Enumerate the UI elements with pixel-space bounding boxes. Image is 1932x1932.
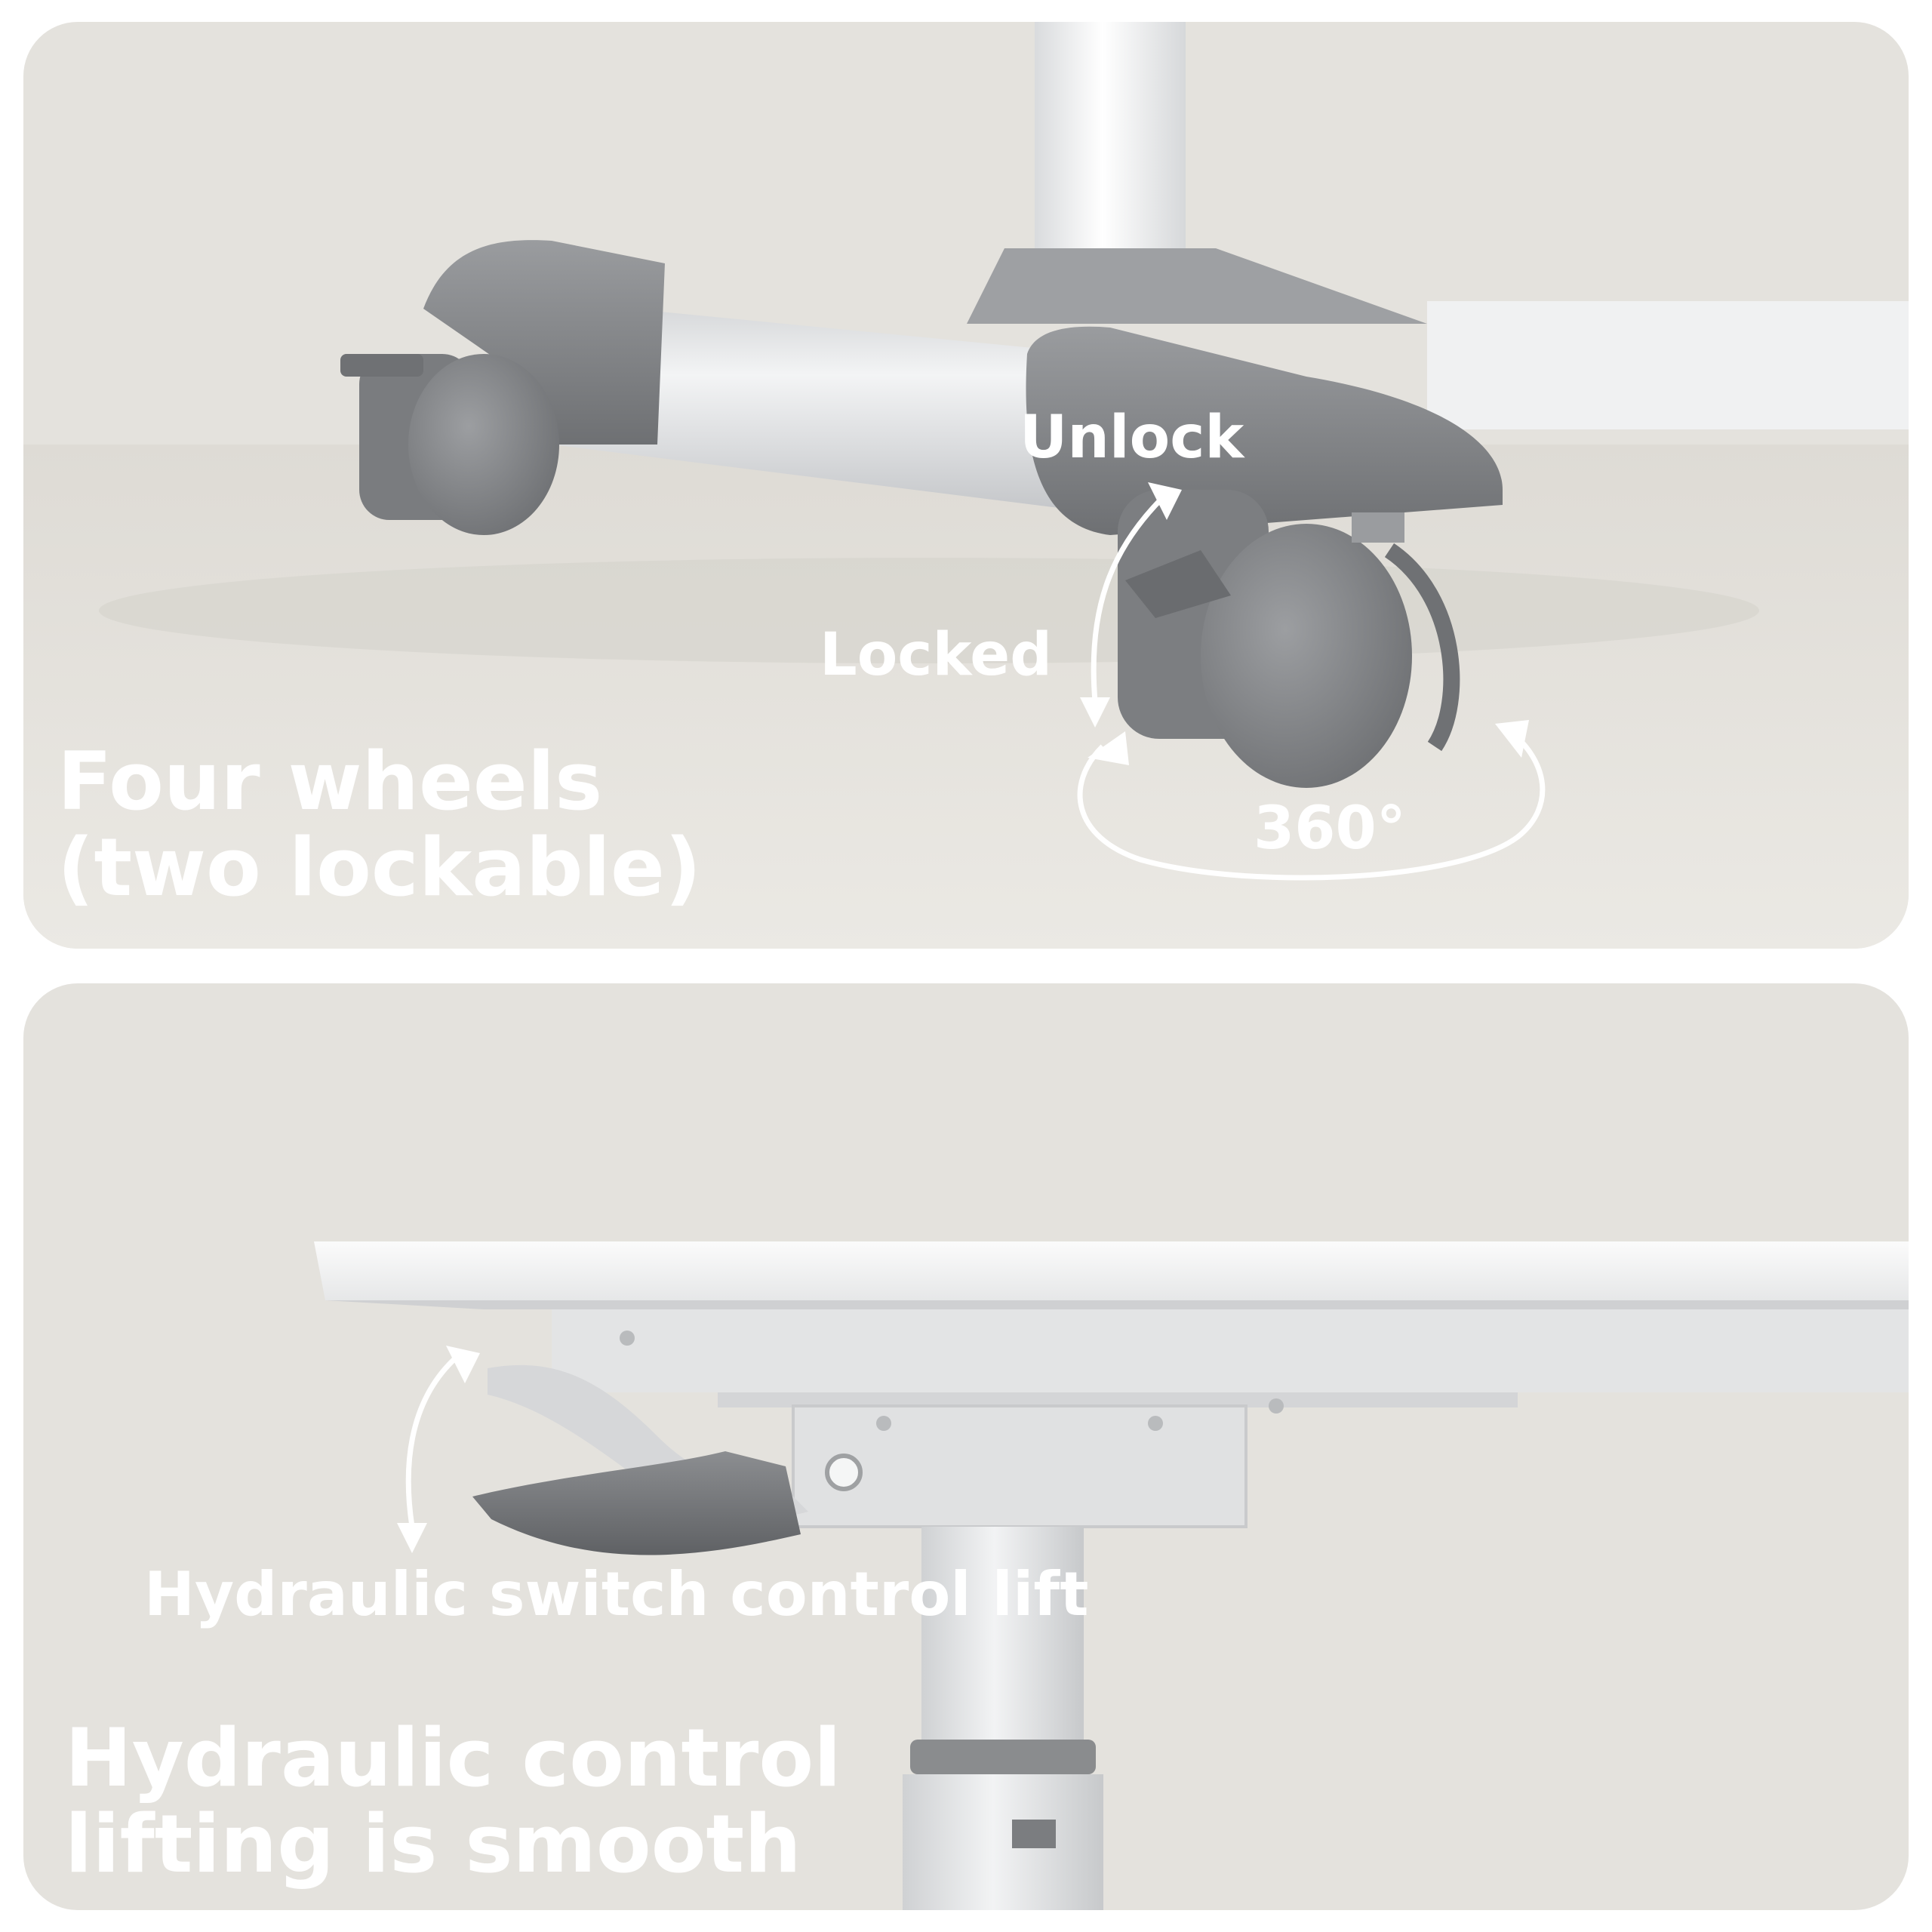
- desktop-edge: [325, 1300, 1909, 1309]
- lock-arrow-line: [1091, 495, 1165, 702]
- unlock-label: Unlock: [1020, 404, 1244, 472]
- left-wheel: [408, 354, 559, 535]
- locked-label: Locked: [820, 621, 1053, 689]
- floor: [23, 445, 1909, 949]
- rail-bolt: [1269, 1398, 1284, 1414]
- bracket-bolt: [876, 1416, 891, 1431]
- bracket-pivot: [825, 1454, 863, 1491]
- desktop-board: [314, 1241, 1909, 1300]
- right-end-cap: [1026, 326, 1503, 535]
- bracket-bolt: [1148, 1416, 1163, 1431]
- mount-rail: [552, 1309, 1909, 1392]
- column-sleeve: [903, 1774, 1103, 1910]
- column-badge: [1012, 1820, 1056, 1848]
- brake-pedal: [1125, 550, 1231, 618]
- hydraulic-heading-line1: Hydraulic control: [65, 1712, 841, 1804]
- lift-arrowhead-down: [397, 1523, 427, 1553]
- rotation-arrow-line: [1077, 729, 1546, 881]
- rotation-label: 360°: [1254, 795, 1406, 863]
- lift-arrowhead-up: [446, 1346, 480, 1383]
- rear-leg: [1427, 301, 1909, 429]
- mount-rail-lip: [718, 1392, 1518, 1407]
- left-end-cap: [423, 240, 665, 445]
- center-pole: [1035, 22, 1186, 271]
- hydraulic-panel: Hydraulic switch control lift Hydraulic …: [23, 983, 1909, 1910]
- right-wheel: [1201, 524, 1412, 788]
- left-wheel-brake: [340, 354, 423, 377]
- lift-arrow-line: [405, 1351, 463, 1527]
- hydraulic-switch-handle: [472, 1451, 801, 1555]
- locked-arrowhead: [1080, 697, 1110, 728]
- wheels-heading-line2: (two lockable): [57, 821, 702, 914]
- hydraulic-lift-illustration: [314, 1241, 1909, 1910]
- switch-label: Hydraulic switch control lift: [144, 1559, 1089, 1629]
- lift-bracket: [792, 1404, 1247, 1528]
- wheels-panel: Unlock Locked 360° Four wheels (two lock…: [23, 22, 1909, 949]
- hydraulic-heading: Hydraulic control lifting is smooth: [65, 1715, 841, 1887]
- rail-bolt: [620, 1331, 635, 1346]
- wheels-heading-line1: Four wheels: [57, 735, 603, 828]
- hydraulic-heading-line2: lifting is smooth: [65, 1798, 801, 1890]
- unlock-arrowhead: [1148, 482, 1182, 520]
- caster-base-illustration: [23, 22, 1909, 949]
- wheel-guard: [1384, 543, 1460, 752]
- wheel-stem: [1352, 512, 1404, 543]
- wheels-heading: Four wheels (two lockable): [57, 739, 701, 911]
- column-collar: [910, 1740, 1096, 1774]
- pole-base-plate: [967, 248, 1427, 324]
- rotation-arrowhead-left: [1088, 731, 1129, 765]
- leg-tube: [552, 301, 1095, 512]
- rotation-arrowhead-right: [1495, 720, 1529, 758]
